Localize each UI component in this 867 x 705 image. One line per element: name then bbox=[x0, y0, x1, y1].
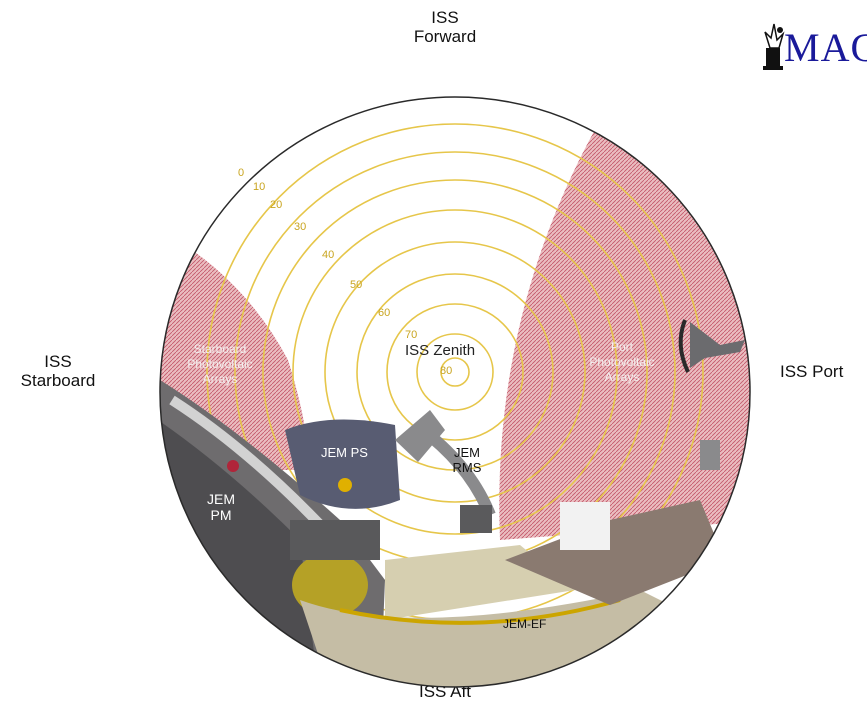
svg-text:Photovoltaic: Photovoltaic bbox=[187, 357, 252, 371]
tick-30: 30 bbox=[294, 221, 306, 233]
svg-text:Arrays: Arrays bbox=[203, 372, 238, 386]
tick-20: 20 bbox=[270, 199, 282, 211]
svg-text:Arrays: Arrays bbox=[605, 370, 640, 384]
starboard-label: ISS Starboard bbox=[20, 352, 96, 390]
tick-10: 10 bbox=[253, 181, 265, 193]
jem-ef-label: JEM-EF bbox=[503, 617, 546, 631]
magician-hat-icon bbox=[763, 23, 785, 70]
elevation-tick-labels: 0 10 20 30 40 50 60 70 80 bbox=[238, 167, 452, 377]
jem-rms-label: JEM RMS bbox=[453, 445, 482, 475]
svg-text:PM: PM bbox=[211, 507, 232, 523]
tick-50: 50 bbox=[350, 279, 362, 291]
jem-pm-label: JEM PM bbox=[207, 491, 235, 523]
svg-text:Starboard: Starboard bbox=[194, 342, 247, 356]
jem-ps-label: JEM PS bbox=[321, 445, 368, 460]
tick-60: 60 bbox=[378, 307, 390, 319]
svg-text:Port: Port bbox=[611, 340, 634, 354]
svg-text:Photovoltaic: Photovoltaic bbox=[589, 355, 654, 369]
tick-70: 70 bbox=[405, 329, 417, 341]
svg-text:JEM: JEM bbox=[454, 445, 480, 460]
port-pv-label: Port Photovoltaic Arrays bbox=[589, 340, 654, 384]
starboard-pv-label: Starboard Photovoltaic Arrays bbox=[187, 342, 252, 386]
svg-text:RMS: RMS bbox=[453, 460, 482, 475]
view-boundary bbox=[159, 96, 751, 688]
svg-text:JEM: JEM bbox=[207, 491, 235, 507]
tick-80: 80 bbox=[440, 365, 452, 377]
mag-logo: MAG bbox=[762, 18, 867, 76]
logo-text: MAG bbox=[784, 25, 867, 70]
forward-label: ISS Forward bbox=[413, 8, 477, 46]
tick-40: 40 bbox=[322, 249, 334, 261]
zenith-label: ISS Zenith bbox=[405, 342, 475, 359]
port-label: ISS Port bbox=[780, 362, 844, 381]
tick-0: 0 bbox=[238, 167, 244, 179]
